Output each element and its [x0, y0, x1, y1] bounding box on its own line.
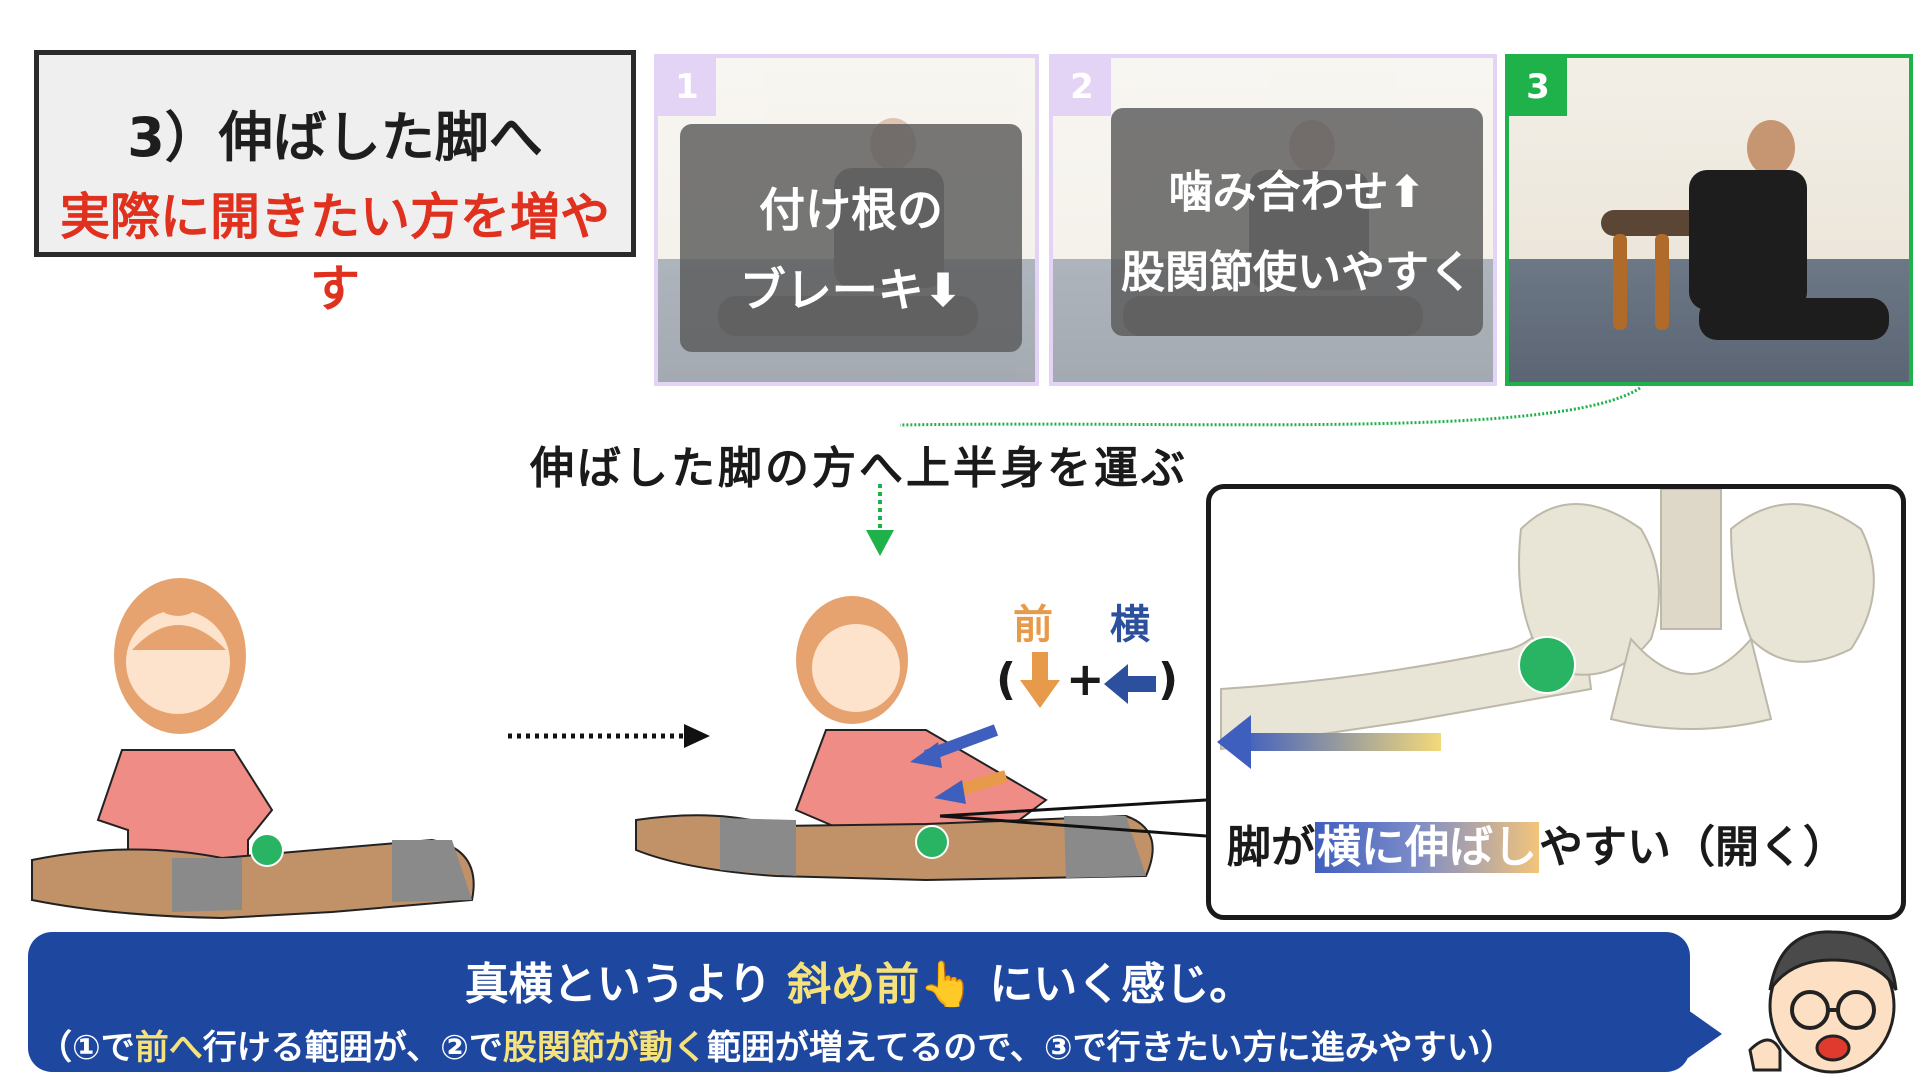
step-2-caption-line-1: 噛み合わせ⬆ [1168, 167, 1426, 218]
step-3-number: 3 [1509, 58, 1567, 116]
step-3-panel: 3 [1505, 54, 1913, 386]
banner-line-2: （①で前へ行ける範囲が、②で股関節が動く範囲が増えてるので、③で行きたい方に進み… [38, 1020, 1515, 1069]
legend-side-label: 横 [1110, 602, 1150, 648]
banner-line-1-after: にいく感じ。 [989, 959, 1254, 1010]
zoom-box: 脚が横に伸ばしやすい（開く） [1206, 484, 1906, 920]
step-1-panel: 1 付け根の ブレーキ⬇ [654, 54, 1039, 386]
banner-line-2-a: （①で [38, 1028, 135, 1068]
step-1-caption: 付け根の ブレーキ⬇ [680, 124, 1022, 352]
banner-line-2-highlight-1: 前へ [134, 1028, 203, 1068]
banner-line-1-before: 真横というより [464, 959, 772, 1010]
title-line-2: 実際に開きたい方を増やす [60, 188, 610, 318]
zoom-caption-before: 脚が [1227, 822, 1315, 873]
step-1-caption-line-1: 付け根の [759, 183, 943, 237]
banner-line-2-highlight-2: 股関節が動く [502, 1028, 707, 1068]
step-2-caption-line-2: 股関節使いやすく [1121, 247, 1473, 298]
callout-text: 伸ばした脚の方へ上半身を運ぶ [530, 443, 1188, 494]
banner-line-1-highlight: 斜め前👆 [787, 959, 974, 1010]
down-arrow-icon [1020, 652, 1060, 708]
legend-front-label: 前 [1013, 602, 1053, 648]
legend-paren-close: ) [1158, 654, 1179, 705]
bottom-banner: 真横というより 斜め前👆 にいく感じ。 （①で前へ行ける範囲が、②で股関節が動く… [28, 932, 1690, 1072]
step-1-number: 1 [658, 58, 716, 116]
legend-paren-open: ( [996, 654, 1017, 705]
banner-line-2-b: 行ける範囲が、②で [202, 1028, 503, 1068]
banner-line-1: 真横というより 斜め前👆 にいく感じ。 [28, 948, 1690, 1012]
banner-line-2-c: 範囲が増えてるので、③で行きたい方に進みやすい） [706, 1028, 1515, 1068]
step-1-caption-line-2: ブレーキ⬇ [739, 263, 963, 317]
title-box: 3）伸ばした脚へ 実際に開きたい方を増やす [34, 50, 636, 318]
zoom-caption: 脚が横に伸ばしやすい（開く） [1227, 811, 1847, 875]
left-arrow-icon [1104, 664, 1156, 704]
zoom-caption-highlight: 横に伸ばし [1315, 822, 1539, 873]
figure-seated-upright [31, 578, 475, 920]
presenter-avatar [1748, 930, 1898, 1074]
transition-arrow [508, 724, 710, 748]
legend-plus: + [1066, 652, 1105, 706]
title-line-1: 3）伸ばした脚へ [127, 106, 543, 169]
zoom-caption-after: やすい（開く） [1539, 822, 1847, 873]
step-2-panel: 2 噛み合わせ⬆ 股関節使いやすく [1049, 54, 1497, 386]
pelvis-illustration [1217, 489, 1875, 769]
step-2-caption: 噛み合わせ⬆ 股関節使いやすく [1111, 108, 1483, 336]
step-3-photo [1509, 58, 1909, 382]
step-2-number: 2 [1053, 58, 1111, 116]
banner-speech-tip [1688, 1010, 1722, 1058]
